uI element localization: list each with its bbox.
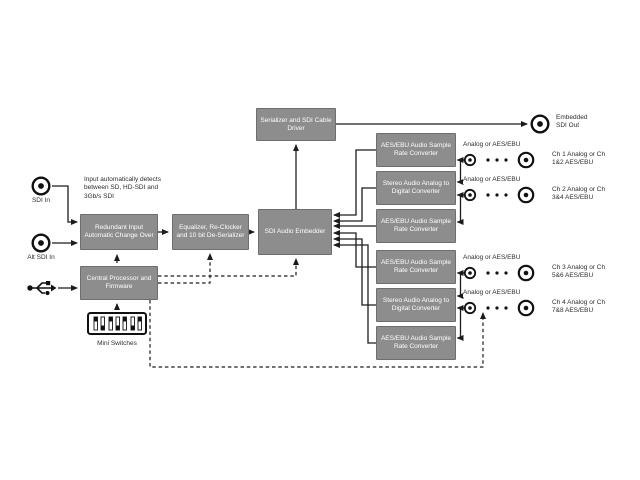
dashed-control-lines [114, 253, 486, 368]
or-dots-icon [486, 271, 508, 275]
audio-input-row-4 [463, 299, 535, 317]
channel-label-4: Ch 4 Analog or Ch 7&8 AES/EBU [552, 299, 610, 316]
embedded-sdi-out-connector-icon [530, 114, 550, 134]
input-type-label-2: Analog or AES/EBU [463, 176, 543, 185]
channel-label-1: Ch 1 Analog or Ch 1&2 AES/EBU [552, 151, 610, 168]
or-dots-icon [486, 306, 508, 310]
box-converter-2: Stereo Audio Analog to Digital Converter [376, 171, 456, 205]
alt-sdi-in-connector-icon [31, 233, 51, 253]
auto-detect-note: Input automatically detects between SD, … [84, 176, 166, 202]
usb-icon [27, 281, 57, 296]
box-converter-5: Stereo Audio Analog to Digital Converter [376, 288, 456, 322]
audio-input-row-2 [463, 186, 535, 204]
sdi-in-label: SDI In [16, 197, 66, 206]
sdi-in-connector-icon [31, 176, 51, 196]
box-central-processor: Central Processor and Firmware [80, 266, 158, 300]
mini-switches-label: Mini Switches [85, 340, 149, 349]
input-type-label-3: Analog or AES/EBU [463, 254, 543, 263]
box-equalizer-deserializer: Equalizer, Re-Clocker and 10 bit De-Seri… [172, 214, 249, 250]
embedded-sdi-out-label: Embedded SDI Out [556, 114, 596, 131]
box-converter-3: AES/EBU Audio Sample Rate Converter [376, 209, 456, 243]
box-sdi-audio-embedder: SDI Audio Embedder [258, 209, 332, 255]
box-converter-4: AES/EBU Audio Sample Rate Converter [376, 250, 456, 284]
channel-label-2: Ch 2 Analog or Ch 3&4 AES/EBU [552, 186, 610, 203]
input-type-label-1: Analog or AES/EBU [463, 141, 543, 150]
audio-input-row-1 [463, 151, 535, 169]
box-serializer-cable-driver: Serializer and SDI Cable Driver [256, 108, 336, 141]
alt-sdi-in-label: Alt SDI In [16, 254, 66, 263]
channel-label-3: Ch 3 Analog or Ch 5&6 AES/EBU [552, 264, 610, 281]
solid-connection-lines [52, 121, 528, 344]
audio-input-row-3 [463, 264, 535, 282]
input-type-label-4: Analog or AES/EBU [463, 289, 543, 298]
box-redundant-input: Redundant Input Automatic Change Over [80, 214, 158, 250]
box-converter-1: AES/EBU Audio Sample Rate Converter [376, 133, 456, 167]
or-dots-icon [486, 193, 508, 197]
mini-switches-icon [87, 312, 147, 335]
box-converter-6: AES/EBU Audio Sample Rate Converter [376, 326, 456, 360]
or-dots-icon [486, 158, 508, 162]
